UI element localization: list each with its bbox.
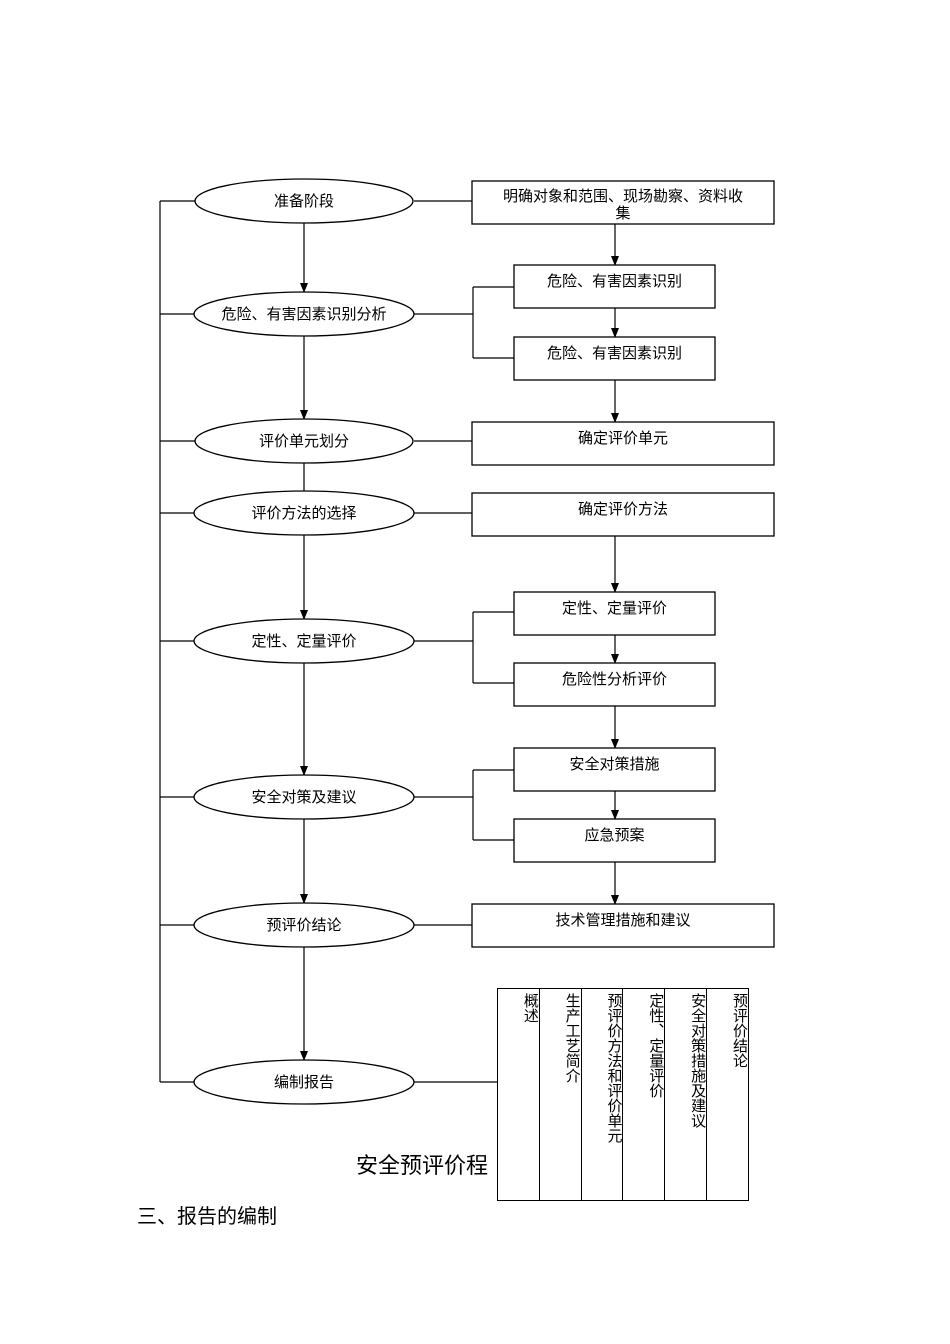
step-label: 定性、定量评价: [251, 632, 356, 650]
step-label: 预评价结论: [266, 916, 341, 934]
report-section-conclusion: 预评价结论: [730, 993, 749, 1068]
box-label-line1: 明确对象和范围、现场勘察、资料收: [503, 187, 743, 205]
step-ellipse: [193, 902, 415, 948]
step-prep-stage: 准备阶段: [194, 178, 414, 224]
box-rect: [471, 903, 775, 948]
box-risk-analysis: 危险性分析评价: [513, 662, 716, 707]
figure-caption: 安全预评价程: [356, 1154, 489, 1179]
step-label: 安全对策及建议: [251, 788, 356, 806]
step-compile-report: 编制报告: [193, 1059, 415, 1105]
report-section-countermeasures: 安全对策措施及建议: [665, 989, 708, 1200]
step-label: 评价单元划分: [259, 432, 349, 450]
box-label: 安全对策措施: [569, 755, 659, 773]
step-ellipse: [193, 490, 415, 536]
box-hazard-id-1: 危险、有害因素识别: [513, 264, 716, 309]
box-label: 定性、定量评价: [562, 599, 667, 617]
box-tech-mgmt-measures: 技术管理措施和建议: [471, 903, 775, 948]
box-determine-method: 确定评价方法: [471, 492, 775, 537]
box-emergency-plan: 应急预案: [513, 818, 716, 863]
report-contents-table: 概述 生产工艺简介 预评价方法和评价单元 定性、定量评价 安全对策措施及建议 预…: [497, 988, 749, 1201]
step-pre-eval-conclusion: 预评价结论: [193, 902, 415, 948]
step-ellipse: [194, 178, 414, 224]
step-ellipse: [193, 1059, 415, 1105]
step-ellipse: [193, 618, 415, 664]
box-rect: [471, 180, 775, 225]
box-rect: [513, 747, 716, 792]
step-countermeasures: 安全对策及建议: [193, 774, 415, 820]
report-section-overview: 概述: [498, 989, 540, 1200]
step-ellipse: [193, 774, 415, 820]
box-rect: [513, 336, 716, 381]
step-hazard-analysis: 危险、有害因素识别分析: [193, 291, 415, 337]
box-hazard-id-2: 危险、有害因素识别: [513, 336, 716, 381]
step-ellipse: [193, 291, 415, 337]
step-label: 编制报告: [274, 1073, 334, 1091]
box-label: 确定评价单元: [578, 429, 668, 447]
box-rect: [513, 818, 716, 863]
step-unit-division: 评价单元划分: [194, 418, 414, 464]
step-qual-quant-eval: 定性、定量评价: [193, 618, 415, 664]
report-section-process: 生产工艺简介: [540, 989, 582, 1200]
step-label: 危险、有害因素识别分析: [221, 305, 386, 323]
report-section-method-units: 预评价方法和评价单元: [582, 989, 624, 1200]
box-label: 危险、有害因素识别: [547, 344, 682, 362]
box-label: 危险、有害因素识别: [547, 272, 682, 290]
box-rect: [471, 492, 775, 537]
section-heading: 三、报告的编制: [137, 1204, 277, 1228]
box-label: 技术管理措施和建议: [555, 911, 690, 929]
step-label: 评价方法的选择: [251, 504, 356, 522]
step-method-selection: 评价方法的选择: [193, 490, 415, 536]
box-label-line2: 集: [615, 204, 630, 222]
box-label: 应急预案: [584, 826, 644, 844]
box-safety-measures: 安全对策措施: [513, 747, 716, 792]
box-rect: [513, 591, 716, 636]
step-ellipse: [194, 418, 414, 464]
report-section-qualitative-quantitative: 定性、定量评价: [623, 989, 666, 1200]
box-label: 确定评价方法: [578, 500, 668, 518]
box-rect: [513, 662, 716, 707]
box-determine-units: 确定评价单元: [471, 421, 775, 466]
step-label: 准备阶段: [274, 192, 334, 210]
box-rect: [471, 421, 775, 466]
box-qual-quant: 定性、定量评价: [513, 591, 716, 636]
box-label: 危险性分析评价: [562, 670, 667, 688]
box-rect: [513, 264, 716, 309]
